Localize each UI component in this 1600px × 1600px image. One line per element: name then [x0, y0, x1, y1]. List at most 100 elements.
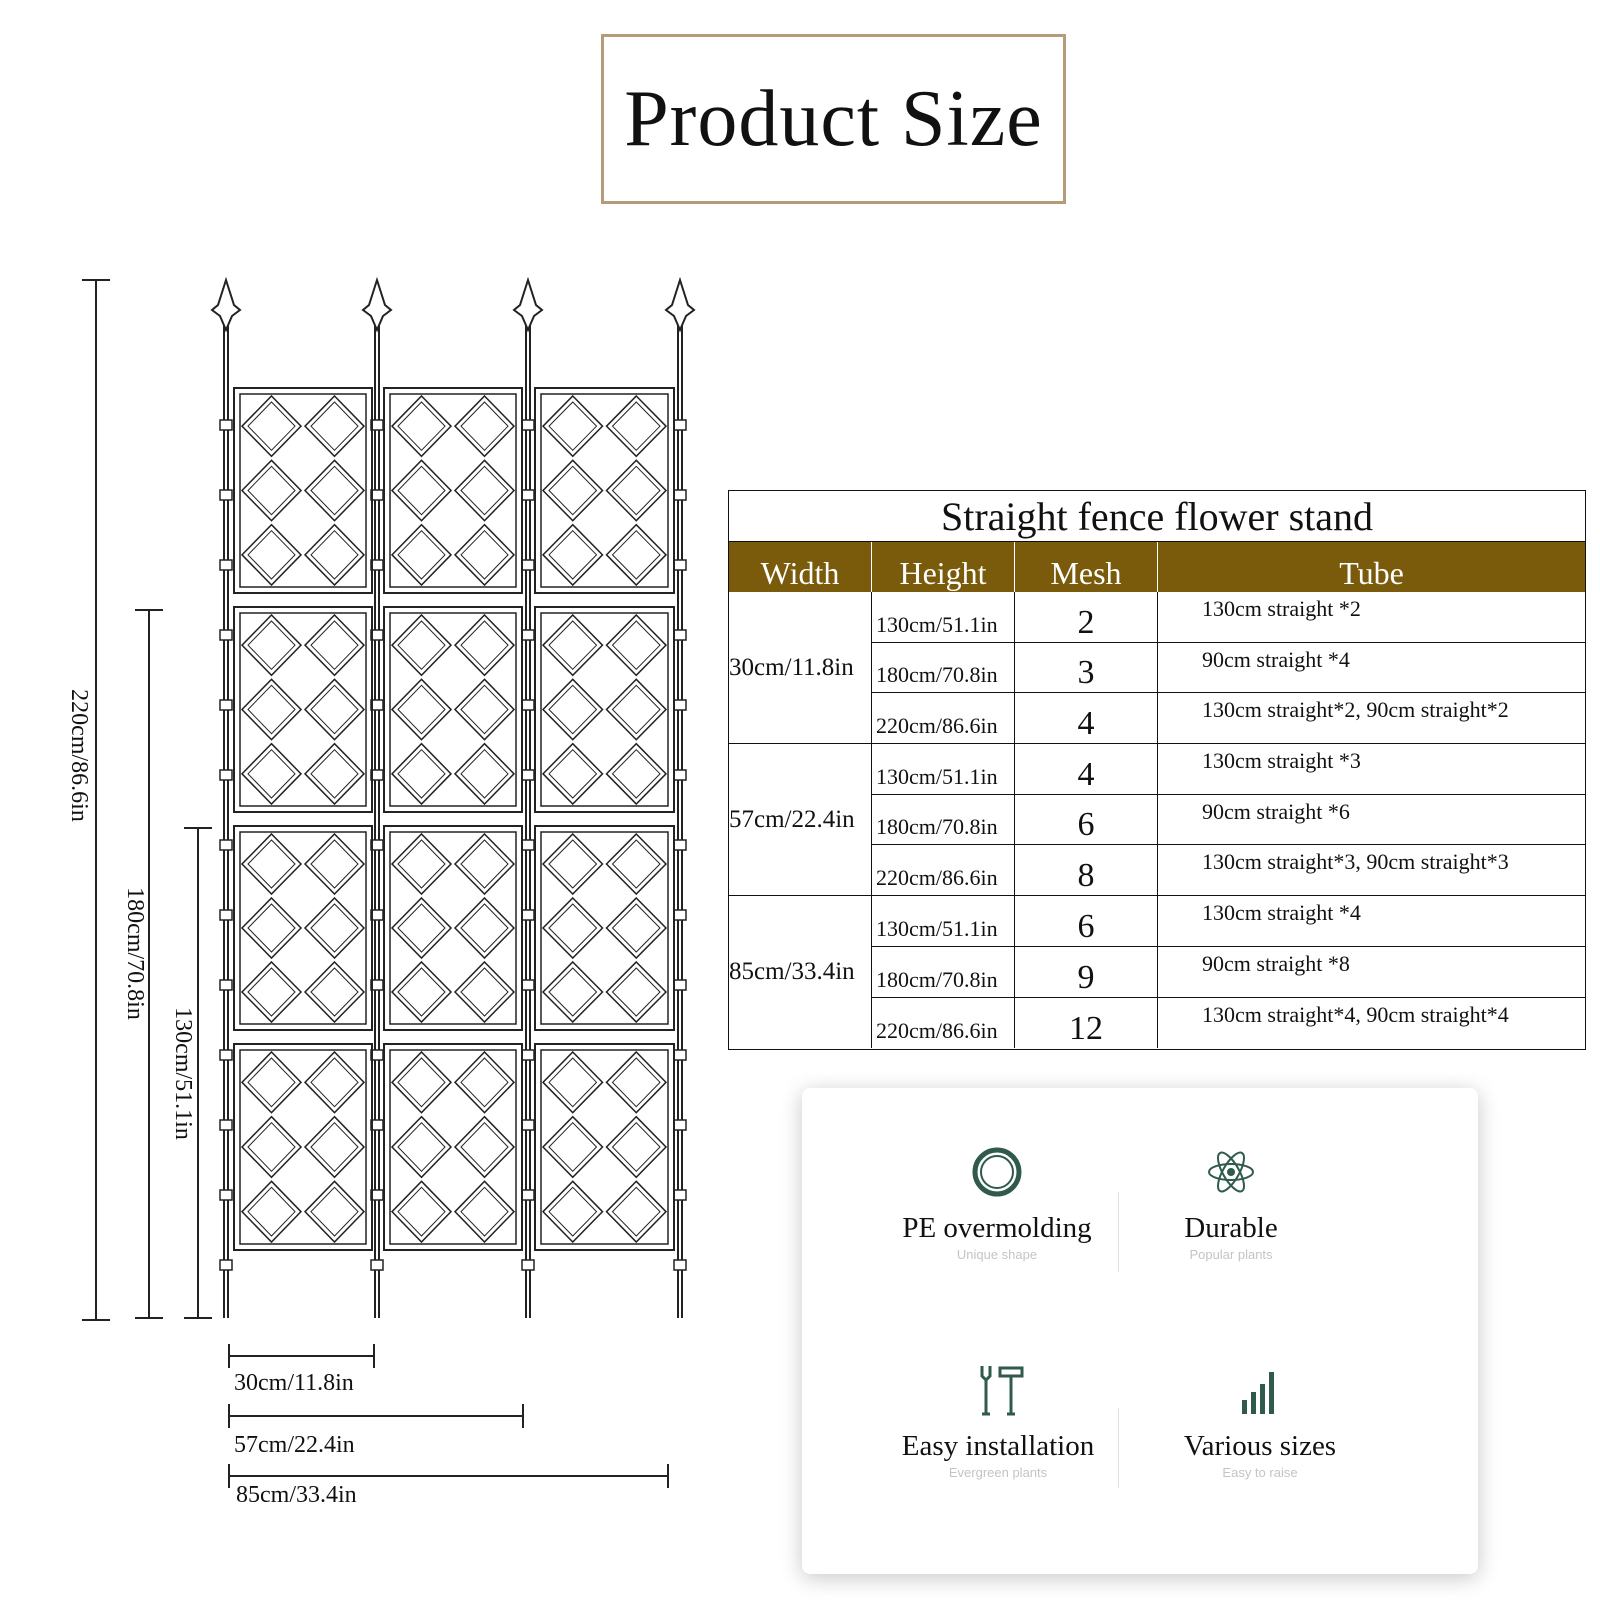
lattice-diamond-inner	[548, 748, 598, 799]
feature-card: PE overmolding Unique shape Durable Popu…	[802, 1088, 1478, 1574]
lattice-diamond-inner	[397, 967, 446, 1017]
feature-durable: Durable Popular plants	[1146, 1144, 1316, 1262]
lattice-diamond-inner	[310, 620, 359, 671]
atom-icon	[1208, 1151, 1254, 1193]
lattice-diamond	[605, 459, 668, 522]
lattice-diamond-inner	[548, 1057, 598, 1108]
lattice-diamond-inner	[460, 529, 509, 580]
lattice-diamond-inner	[247, 1057, 296, 1108]
height-cell: 180cm/70.8in	[872, 642, 1015, 693]
height-cell: 220cm/86.6in	[872, 998, 1015, 1048]
fence-clip	[673, 559, 687, 571]
lattice-diamond-inner	[310, 529, 359, 580]
feature-title: PE overmolding	[902, 1212, 1092, 1244]
lattice-diamond-inner	[397, 684, 446, 735]
lattice-diamond	[605, 1180, 668, 1244]
lattice-diamond	[390, 742, 453, 806]
lattice-diamond	[541, 523, 604, 587]
table-row: 130cm/51.1in 4 130cm straight *3	[872, 744, 1585, 795]
lattice-diamond-inner	[397, 839, 446, 889]
lattice-diamond	[541, 613, 604, 677]
lattice-diamond-inner	[548, 1186, 598, 1237]
width-label-85: 85cm/33.4in	[236, 1482, 357, 1508]
lattice-diamond	[390, 459, 453, 522]
lattice-diamond-inner	[397, 465, 446, 516]
fence-clip	[521, 769, 535, 781]
mesh-cell: 2	[1015, 592, 1158, 642]
fence-clip	[521, 839, 535, 851]
lattice-diamond	[240, 960, 303, 1024]
fence-clip	[219, 559, 233, 571]
group-width-cell: 85cm/33.4in	[729, 896, 872, 1048]
fence-clip	[219, 839, 233, 851]
lattice-diamond	[390, 896, 453, 960]
lattice-diamond-inner	[247, 1186, 296, 1237]
feature-title: Various sizes	[1183, 1430, 1337, 1462]
tube-cell: 90cm straight *8	[1202, 951, 1350, 976]
fence-panel-inner	[540, 1049, 669, 1245]
table-row: 130cm/51.1in 2 130cm straight *2	[872, 592, 1585, 643]
lattice-diamond-inner	[397, 903, 446, 953]
lattice-diamond	[541, 896, 604, 960]
fence-clip	[673, 1119, 687, 1131]
fence-clip	[521, 699, 535, 711]
fence-panel	[383, 1043, 523, 1251]
lattice-diamond-inner	[548, 903, 598, 953]
tube-cell: 130cm straight *3	[1202, 748, 1361, 773]
lattice-diamond	[541, 459, 604, 522]
width-label-57: 57cm/22.4in	[234, 1432, 355, 1458]
lattice-diamond-inner	[397, 620, 446, 671]
tube-cell: 130cm straight*3, 90cm straight*3	[1202, 849, 1509, 875]
fence-panel-inner	[389, 393, 517, 588]
mesh-cell: 6	[1015, 896, 1158, 946]
fence-clip	[219, 909, 233, 921]
mesh-cell: 4	[1015, 693, 1158, 744]
lattice-diamond-inner	[611, 465, 661, 516]
lattice-diamond	[605, 832, 668, 896]
feature-subtitle: Easy to raise	[1222, 1465, 1298, 1480]
fence-clip	[673, 629, 687, 641]
lattice-diamond-inner	[460, 748, 509, 799]
product-size-title-box: Product Size	[601, 34, 1066, 204]
lattice-diamond-inner	[310, 401, 359, 452]
table-group: 30cm/11.8in 130cm/51.1in 2 130cm straigh…	[729, 592, 1585, 744]
fence-panel	[233, 1043, 373, 1251]
lattice-diamond	[240, 1050, 303, 1114]
lattice-diamond	[240, 1180, 303, 1244]
fence-clip	[673, 1049, 687, 1061]
fence-clip	[521, 419, 535, 431]
fence-panel	[233, 387, 373, 594]
fence-clip	[521, 979, 535, 991]
lattice-diamond	[453, 613, 516, 677]
mesh-cell: 6	[1015, 794, 1158, 845]
fence-panel-inner	[239, 612, 367, 807]
lattice-diamond	[541, 832, 604, 896]
lattice-diamond	[605, 1050, 668, 1114]
fence-panel-inner	[389, 612, 517, 807]
lattice-diamond-inner	[247, 839, 296, 889]
mesh-cell: 4	[1015, 744, 1158, 794]
lattice-diamond-inner	[310, 684, 359, 735]
height-label-220: 220cm/86.6in	[65, 689, 92, 822]
fence-panel-inner	[239, 831, 367, 1025]
lattice-diamond-inner	[397, 1121, 446, 1173]
height-cell: 130cm/51.1in	[872, 896, 1015, 946]
table-row: 180cm/70.8in 3 90cm straight *4	[872, 642, 1585, 694]
lattice-diamond	[390, 1115, 453, 1179]
lattice-diamond-inner	[611, 1186, 661, 1237]
lattice-diamond-inner	[611, 684, 661, 735]
lattice-diamond	[605, 896, 668, 960]
fence-clip	[219, 769, 233, 781]
width-label-30: 30cm/11.8in	[234, 1370, 354, 1396]
lattice-diamond	[605, 613, 668, 677]
mesh-cell: 9	[1015, 947, 1158, 997]
lattice-diamond	[541, 1115, 604, 1179]
lattice-diamond	[240, 459, 303, 522]
lattice-diamond	[453, 394, 516, 458]
lattice-diamond	[303, 1180, 366, 1244]
feature-subtitle: Popular plants	[1189, 1247, 1273, 1262]
lattice-diamond-inner	[611, 967, 661, 1017]
lattice-diamond	[390, 960, 453, 1024]
lattice-diamond	[605, 678, 668, 741]
feature-title: Easy installation	[901, 1430, 1095, 1462]
